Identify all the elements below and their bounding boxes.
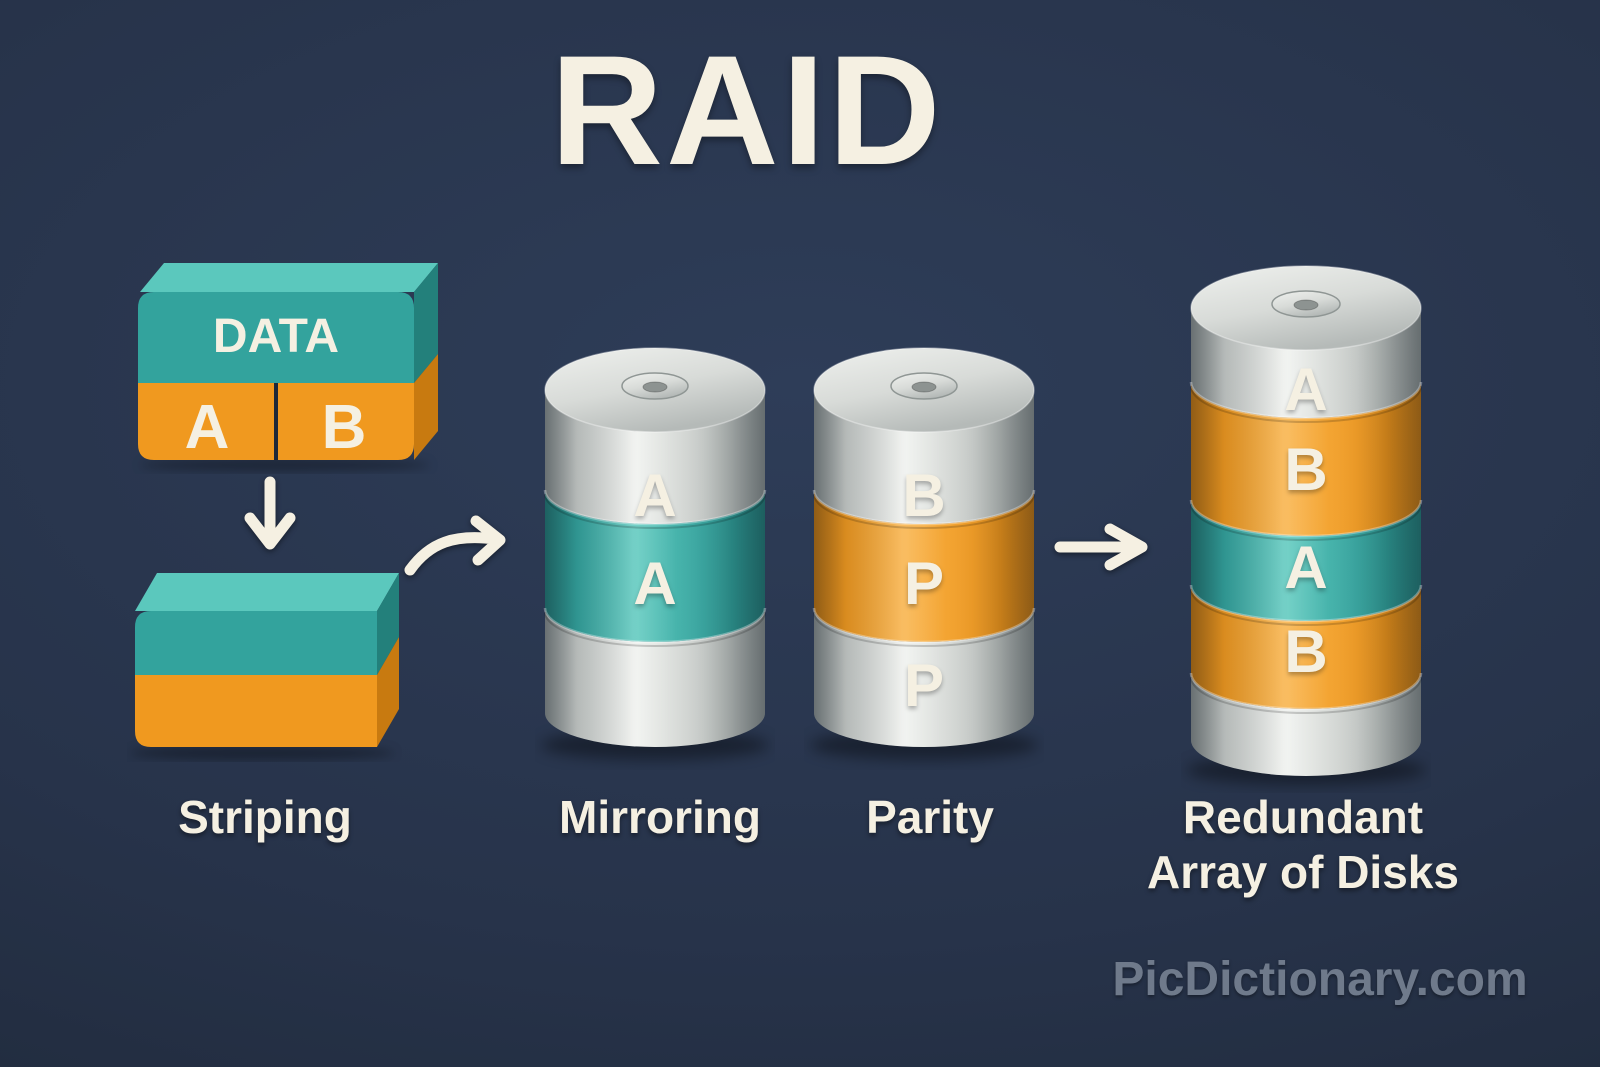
striped-block-front-teal	[135, 611, 377, 675]
parity-label: Parity	[866, 791, 994, 843]
redundant-label: Redundant Array of Disks	[1103, 790, 1503, 900]
striped-block-graphic	[130, 573, 399, 760]
redundant-label-line2: Array of Disks	[1147, 846, 1459, 899]
data-block-cell-a: A	[185, 393, 230, 462]
redundant-rim-2	[1189, 499, 1423, 538]
data-block-side-face-teal	[414, 263, 438, 383]
redundant-rim-3	[1189, 584, 1423, 623]
parity-spindle-hole	[911, 381, 937, 393]
striped-block-top-face	[135, 573, 399, 611]
striping-label: Striping	[178, 791, 352, 843]
mirroring-stack-shading	[545, 390, 765, 747]
parity-seam-1	[813, 493, 1035, 529]
parity-rim-2	[812, 607, 1036, 644]
mirroring-rim-1	[543, 489, 767, 526]
parity-letter-3: P	[904, 652, 944, 719]
watermark: PicDictionary.com	[1112, 953, 1528, 1006]
mirroring-label: Mirroring	[559, 791, 761, 843]
striped-block-shadow	[130, 746, 394, 760]
redundant-letter-2: B	[1284, 436, 1327, 503]
redundant-seam-1	[1190, 385, 1422, 423]
mirroring-letter-2: A	[633, 550, 676, 617]
mirroring-spindle-hole	[642, 381, 668, 393]
redundant-label-line1: Redundant	[1182, 791, 1424, 843]
redundant-disk-stack: A B A B	[1186, 265, 1426, 785]
redundant-rim-1	[1189, 381, 1423, 420]
curved-arrow-icon	[404, 515, 506, 576]
data-block-cell-b: B	[322, 393, 367, 462]
data-block-top-face	[140, 263, 438, 292]
parity-seam-2	[813, 611, 1035, 647]
redundant-letter-1: A	[1284, 356, 1327, 423]
parity-letter-1: B	[902, 462, 945, 529]
parity-rim-1	[812, 489, 1036, 526]
striped-block-side-face-teal	[377, 573, 399, 675]
redundant-letter-3: A	[1284, 534, 1327, 601]
redundant-seam-4	[1190, 676, 1422, 714]
redundant-rim-4	[1189, 672, 1423, 711]
down-arrow-icon	[244, 476, 296, 550]
striped-block-front-orange	[135, 675, 377, 747]
redundant-letter-4: B	[1284, 618, 1327, 685]
data-block-front-teal	[138, 292, 414, 383]
parity-stack-shading	[814, 390, 1034, 747]
striped-block-side-face-orange	[377, 637, 399, 747]
redundant-seam-3	[1190, 588, 1422, 626]
redundant-spindle-hole	[1293, 299, 1319, 311]
mirroring-seam-1	[544, 493, 766, 529]
right-arrow-icon	[1054, 523, 1148, 571]
data-block-shadow	[140, 459, 430, 471]
data-block-graphic: DATA A B	[138, 263, 438, 471]
page-title: RAID	[550, 24, 944, 198]
parity-letter-2: P	[904, 550, 944, 617]
redundant-stack-shading	[1191, 308, 1421, 776]
mirroring-letter-1: A	[633, 462, 676, 529]
parity-disk-stack: B P P	[810, 347, 1038, 760]
redundant-seam-2	[1190, 503, 1422, 541]
data-block-title: DATA	[213, 310, 339, 363]
data-block-side-face-orange	[414, 354, 438, 460]
mirroring-disk-stack: A A	[541, 347, 769, 760]
mirroring-seam-2	[544, 611, 766, 647]
mirroring-rim-2	[543, 607, 767, 644]
